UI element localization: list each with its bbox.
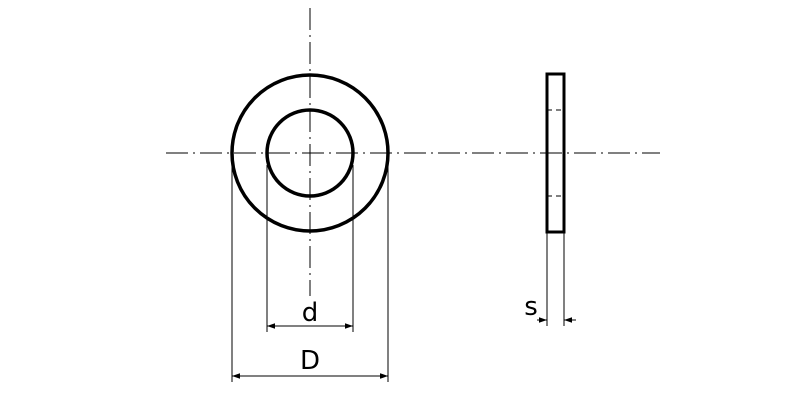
thickness-label: s: [524, 292, 538, 322]
outer-circle: [230, 73, 390, 233]
side-profile: [545, 72, 566, 234]
front-view: [166, 8, 660, 296]
thickness-dimension: s: [524, 232, 576, 326]
outer-diameter-label: D: [300, 346, 320, 376]
inner-diameter-label: d: [302, 298, 319, 328]
side-view: [545, 72, 566, 234]
outer-diameter-dimension: D: [231, 165, 389, 382]
inner-circle: [265, 108, 355, 198]
inner-diameter-dimension: d: [266, 165, 354, 332]
